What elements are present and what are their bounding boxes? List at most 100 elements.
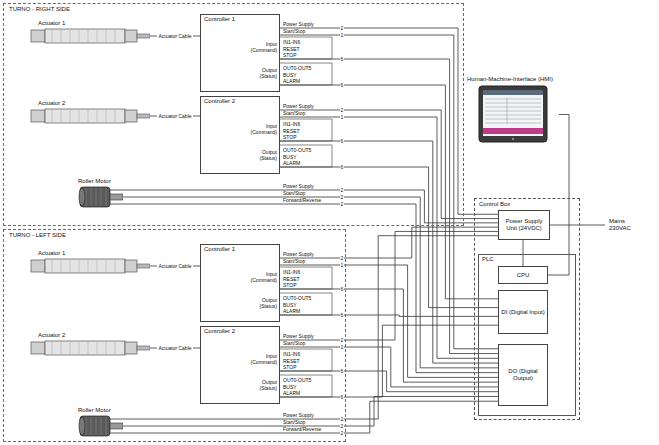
signal-label: BUSY	[283, 302, 297, 308]
motor-fin	[101, 417, 102, 435]
actuator-body	[45, 259, 125, 273]
actuator-groove	[79, 30, 80, 42]
actuator-groove	[79, 342, 80, 354]
signal-label: STOP	[283, 282, 297, 288]
signal-label: Output (Status)	[244, 297, 277, 309]
actuator-groove	[88, 30, 89, 42]
signal-label: Power Supply	[283, 103, 314, 109]
signal-label: Output (Status)	[244, 379, 277, 391]
actuator-groove	[70, 260, 71, 272]
edge-label: 2	[340, 423, 345, 429]
motor-shaft	[110, 423, 123, 429]
node-label: Controller 1	[201, 15, 279, 24]
actuator: Actuator 2	[30, 332, 150, 362]
motor-shaft	[110, 194, 123, 200]
motor-fin	[91, 188, 92, 206]
signal-bracket	[280, 375, 332, 397]
edge-label: Actuator Cable	[157, 113, 192, 119]
actuator-rod	[137, 346, 150, 350]
wire	[280, 110, 498, 219]
signal-label: OUT0-OUT5	[283, 147, 311, 153]
side-region: TURNO - RIGHT SIDEActuator 1Controller 1…	[3, 3, 464, 226]
edge-label: Actuator Cable	[157, 263, 192, 269]
wire	[280, 265, 498, 377]
motor-fin	[86, 188, 87, 206]
signal-label: Input (Command)	[244, 123, 277, 135]
signal-label: ALARM	[283, 308, 300, 314]
controller-box: Controller 1	[200, 244, 280, 322]
signal-label: IN1-IN6	[283, 39, 300, 45]
signal-bracket	[280, 349, 332, 371]
actuator-end-block	[125, 260, 137, 272]
actuator-groove	[115, 110, 116, 122]
signal-label: OUT0-OUT5	[283, 295, 311, 301]
motor-fin	[96, 188, 97, 206]
hmi-table-row	[485, 99, 541, 100]
wire	[280, 325, 498, 397]
edge-label: 2	[340, 416, 345, 422]
motor-fin	[96, 417, 97, 435]
node-label: Human-Machine-Interface (HMI)	[467, 76, 559, 83]
motor-fin	[106, 188, 107, 206]
actuator-motor-cap	[31, 30, 45, 42]
signal-label: Power Supply	[283, 333, 314, 339]
roller-motor: Roller Motor	[78, 407, 123, 437]
signal-label: Power Supply	[283, 412, 314, 418]
node-label: Control Box	[475, 199, 579, 210]
signal-label: BUSY	[283, 154, 297, 160]
signal-label: Power Supply	[283, 21, 314, 27]
node-label: Controller 2	[201, 327, 279, 336]
signal-bracket	[280, 145, 332, 167]
edge-label: 1	[340, 262, 345, 268]
node-label: CPU	[517, 272, 530, 279]
actuator-groove	[106, 110, 107, 122]
wire	[280, 347, 498, 387]
edge-label: 2	[340, 107, 345, 113]
motor-body	[80, 416, 110, 436]
edge-label: 6	[340, 368, 345, 374]
actuator: Actuator 1	[30, 20, 150, 50]
signal-label: Power Supply	[283, 251, 314, 257]
controller-box: Controller 2	[200, 326, 280, 404]
node-label: TURNO - LEFT SIDE	[4, 230, 345, 241]
actuator: Actuator 1	[30, 250, 150, 280]
hmi-frame	[479, 86, 547, 142]
actuator-end-block	[125, 110, 137, 122]
actuator-rod	[137, 114, 150, 118]
actuator-motor-cap	[31, 260, 45, 272]
node-label: PLC	[479, 255, 575, 264]
signal-label: BUSY	[283, 384, 297, 390]
signal-label: ALARM	[283, 390, 300, 396]
edge-label: 2	[340, 194, 345, 200]
motor-end	[79, 417, 85, 435]
edge-label: Actuator Cable	[157, 345, 192, 351]
signal-label: Forward/Reverse	[283, 426, 321, 432]
signal-label: Start/Stop	[283, 340, 305, 346]
signal-bracket	[280, 63, 332, 85]
actuator-groove	[70, 30, 71, 42]
actuator-motor-cap	[31, 110, 45, 122]
signal-label: BUSY	[283, 72, 297, 78]
hmi-status-bar	[483, 128, 543, 134]
wire	[123, 190, 498, 223]
signal-label: STOP	[283, 52, 297, 58]
module-box: DI (Digital Input)	[498, 290, 548, 334]
actuator: Actuator 2	[30, 100, 150, 130]
edge-label: 6	[340, 394, 345, 400]
actuator-groove	[61, 342, 62, 354]
actuator-body	[45, 341, 125, 355]
node-label: Controller 1	[201, 245, 279, 254]
hmi-table-row	[485, 103, 541, 104]
signal-label: Input (Command)	[244, 271, 277, 283]
actuator-rod	[137, 264, 150, 268]
signal-label: OUT0-OUT5	[283, 65, 311, 71]
module-box: DO (Digital Output)	[498, 344, 548, 406]
wire	[280, 28, 498, 214]
actuator-groove	[52, 342, 53, 354]
edge-label: 6	[340, 82, 345, 88]
node-label: Power Supply Unit (24VDC)	[501, 218, 547, 232]
edge-label: 1	[340, 114, 345, 120]
actuator-groove	[52, 260, 53, 272]
signal-label: RESET	[283, 276, 300, 282]
